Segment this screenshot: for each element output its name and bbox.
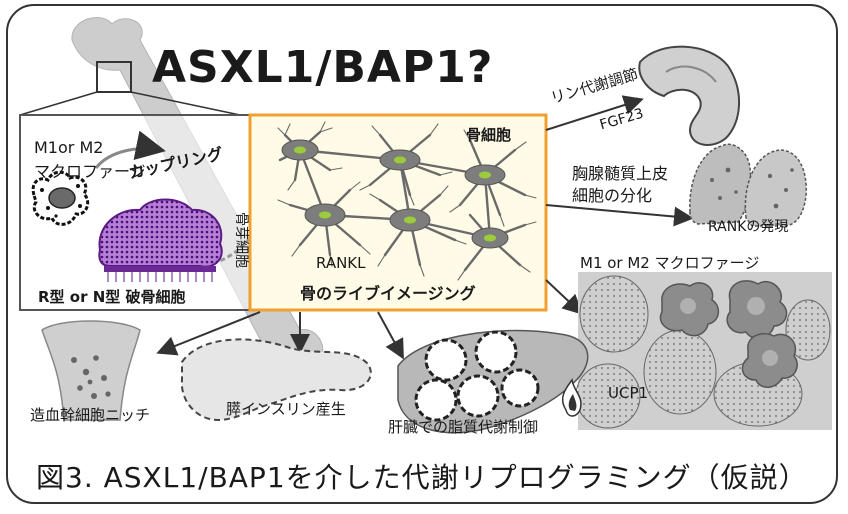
rankl-label: RANKL <box>316 254 366 272</box>
liver-label: 肝臓での脂質代謝制御 <box>388 418 539 436</box>
osteocyte-label: 骨細胞 <box>466 126 512 144</box>
thymus <box>689 143 807 227</box>
osteoblast-label: 骨芽細胞 <box>233 212 249 268</box>
figure-caption: 図3. ASXL1/BAP1を介した代謝リプログラミング（仮説） <box>36 461 808 494</box>
pancreas-label: 膵インスリン産生 <box>226 400 346 418</box>
macrophage-label-line1: M1or M2 <box>34 138 104 157</box>
main-title: ASXL1/BAP1? <box>152 42 494 93</box>
osteocyte-nuclei <box>294 146 496 242</box>
niche-label: 造血幹細胞ニッチ <box>30 406 151 424</box>
thymus-label-line2: 細胞の分化 <box>572 186 653 205</box>
imaging-label: 骨のライブイメージング <box>300 284 476 303</box>
pancreas <box>180 338 372 422</box>
rank-expression-label: RANKの発現 <box>708 219 789 235</box>
macrophage-right-label: M1 or M2 マクロファージ <box>580 254 760 272</box>
osteoclast-label: R型 or N型 破骨細胞 <box>38 288 186 306</box>
ucp1-label: UCP1 <box>608 384 649 402</box>
arrows <box>156 95 694 360</box>
bone-marrow <box>41 320 141 421</box>
kidney <box>638 45 740 146</box>
thymus-label-line1: 胸腺髄質上皮 <box>572 164 669 183</box>
macrophage-label-line2: マクロファージ <box>34 162 146 181</box>
zoom-square <box>96 61 132 93</box>
adipose-tissue <box>575 272 832 430</box>
liver <box>397 329 589 434</box>
outer-frame <box>6 4 838 504</box>
osteoclast <box>98 198 223 282</box>
macrophage-left <box>31 170 90 226</box>
